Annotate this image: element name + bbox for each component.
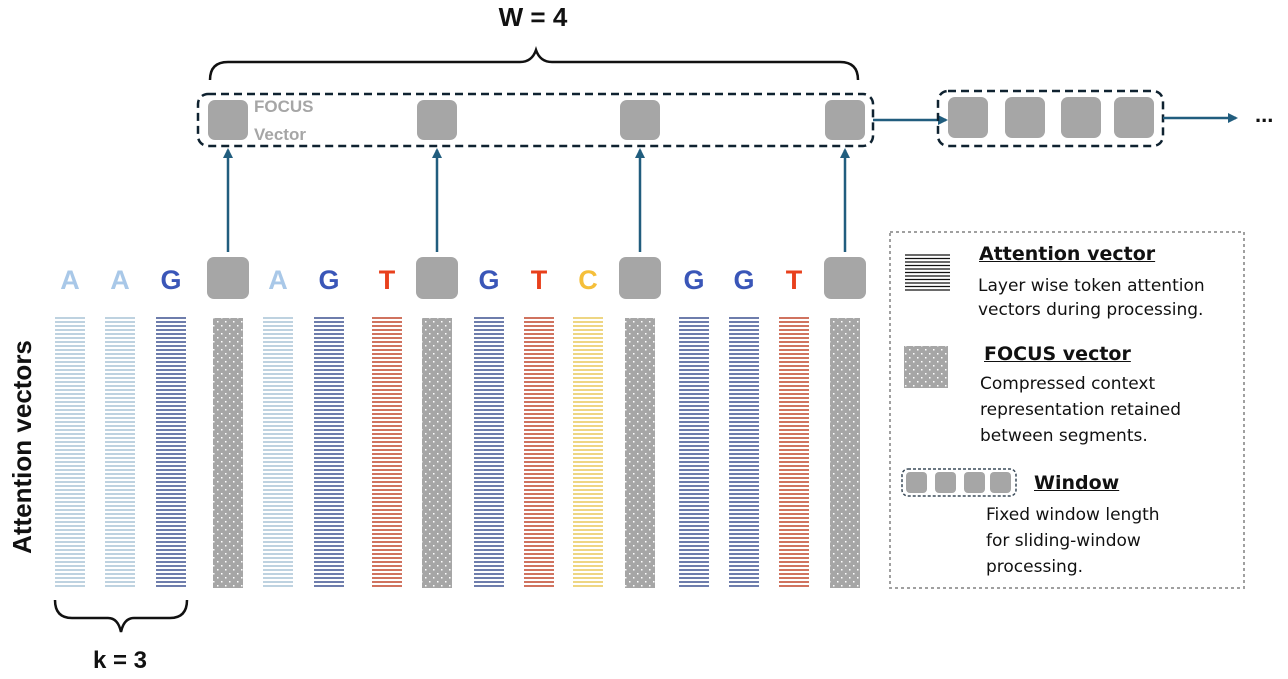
- attention-column: [105, 317, 135, 587]
- legend-window-title: Window: [1034, 472, 1120, 494]
- focus-token: [619, 257, 661, 299]
- legend-window-desc-3: processing.: [986, 557, 1084, 577]
- base-letter-G: G: [733, 265, 754, 295]
- window-focus-vector: [417, 100, 457, 140]
- base-letter-G: G: [478, 265, 499, 295]
- legend-focus-desc-3: between segments.: [980, 426, 1148, 446]
- focus-column: [830, 318, 860, 588]
- legend-box: [889, 231, 1245, 589]
- window-focus-vector: [208, 100, 248, 140]
- focus-token: [207, 257, 249, 299]
- next-window-vector: [1114, 97, 1154, 138]
- focus-arrows: [223, 148, 850, 252]
- legend-focus-icon: [904, 346, 948, 388]
- legend-focus-desc-2: representation retained: [980, 400, 1181, 420]
- legend-window-icon: [901, 468, 1017, 497]
- window-focus-vector: [620, 100, 660, 140]
- base-letter-A: A: [60, 265, 80, 295]
- attention-columns: [55, 317, 860, 588]
- continuation-ellipsis: ...: [1255, 102, 1273, 127]
- focus-column: [213, 318, 243, 588]
- next-window-vector: [948, 97, 988, 138]
- base-letter-T: T: [379, 265, 396, 295]
- base-letter-G: G: [160, 265, 181, 295]
- next-window-vector: [1061, 97, 1101, 138]
- next-window-vector: [1005, 97, 1045, 138]
- base-letter-A: A: [110, 265, 130, 295]
- window-focus-vector: [825, 100, 865, 140]
- attention-column: [679, 317, 709, 587]
- attention-column: [474, 317, 504, 587]
- k-brace: [53, 599, 189, 633]
- attention-column: [55, 317, 85, 587]
- base-letter-G: G: [318, 265, 339, 295]
- legend-attention-desc-1: Layer wise token attention: [978, 276, 1205, 296]
- attention-column: [372, 317, 402, 587]
- focus-column: [422, 318, 452, 588]
- attention-column: [156, 317, 186, 587]
- attention-column: [779, 317, 809, 587]
- attention-column: [729, 317, 759, 587]
- legend-focus-title: FOCUS vector: [984, 343, 1131, 365]
- focus-column: [625, 318, 655, 588]
- legend-window-desc-1: Fixed window length: [986, 505, 1160, 525]
- base-letter-T: T: [786, 265, 803, 295]
- base-letter-T: T: [531, 265, 548, 295]
- next-window-vectors: [948, 97, 1154, 138]
- focus-token: [416, 257, 458, 299]
- focus-window-box: [196, 92, 875, 148]
- legend-window-desc-2: for sliding-window: [986, 531, 1141, 551]
- attention-column: [263, 317, 293, 587]
- legend-focus-desc-1: Compressed context: [980, 374, 1156, 394]
- attention-column: [573, 317, 603, 587]
- k-label: k = 3: [93, 647, 147, 674]
- focus-box-label-line2: Vector: [254, 125, 306, 144]
- focus-box-label-line1: FOCUS: [254, 97, 314, 116]
- attention-vectors-axis-label: Attention vectors: [7, 340, 37, 554]
- legend-attention-icon: [905, 254, 950, 291]
- legend-attention-title: Attention vector: [979, 243, 1156, 265]
- window-brace: [208, 46, 860, 81]
- legend-attention-desc-2: vectors during processing.: [978, 300, 1204, 320]
- base-letter-G: G: [683, 265, 704, 295]
- window-focus-vectors: [208, 100, 865, 140]
- base-letter-A: A: [268, 265, 288, 295]
- focus-token: [824, 257, 866, 299]
- attention-column: [524, 317, 554, 587]
- window-size-label: W = 4: [499, 2, 568, 32]
- attention-column: [314, 317, 344, 587]
- base-letter-C: C: [578, 265, 598, 295]
